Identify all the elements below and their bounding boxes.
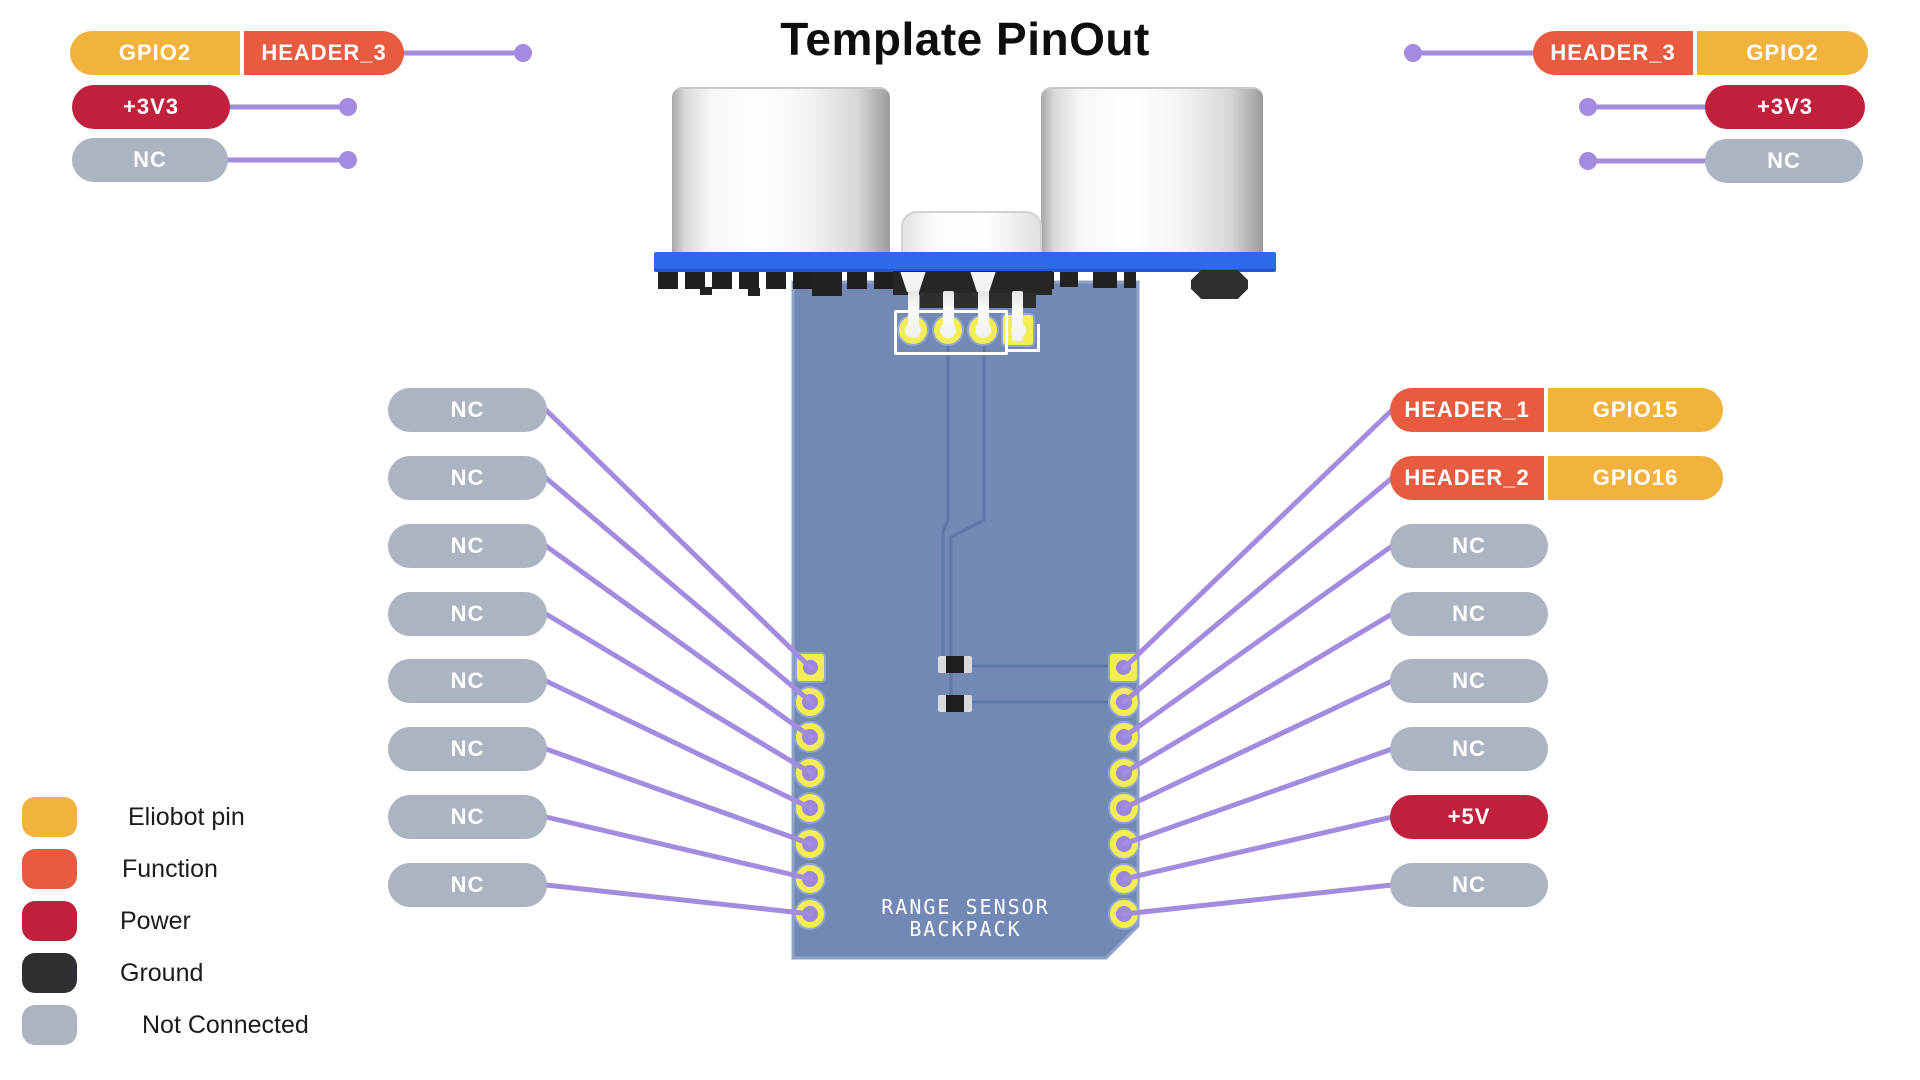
legend-label: Ground xyxy=(120,958,204,987)
top-right-pin-gpio2: GPIO2 xyxy=(1697,31,1868,75)
smd-capacitor xyxy=(1191,270,1248,299)
pad-bracket-horizontal xyxy=(1006,349,1040,352)
left-pin-3: NC xyxy=(388,592,547,636)
right-pin-1-header2: HEADER_2 xyxy=(1390,456,1544,500)
left-pad-5 xyxy=(796,830,824,858)
left-pin-6: NC xyxy=(388,795,547,839)
smd-resistor-2 xyxy=(938,695,972,712)
connector-pin xyxy=(943,291,954,337)
right-pin-0-gpio15: GPIO15 xyxy=(1548,388,1723,432)
left-pad-7 xyxy=(796,900,824,928)
left-pin-7: NC xyxy=(388,863,547,907)
smd-block xyxy=(700,287,712,295)
left-pin-2: NC xyxy=(388,524,547,568)
legend-item-power: Power xyxy=(22,901,191,941)
right-pad-2 xyxy=(1110,723,1138,751)
top-left-pin-gpio2: GPIO2 xyxy=(70,31,240,75)
right-pin-1-gpio16: GPIO16 xyxy=(1548,456,1723,500)
top-left-pin-3v3: +3V3 xyxy=(72,85,230,129)
smd-block xyxy=(1093,272,1117,288)
right-pad-5 xyxy=(1110,830,1138,858)
right-pin-6-5v: +5V xyxy=(1390,795,1548,839)
left-transducer-cylinder xyxy=(672,87,890,255)
legend-label: Power xyxy=(120,906,191,935)
left-pin-4: NC xyxy=(388,659,547,703)
connector-pin xyxy=(908,291,919,337)
right-pad-6 xyxy=(1110,865,1138,893)
smd-block xyxy=(748,288,760,296)
connector-pin xyxy=(978,291,989,337)
backpack-board-shape xyxy=(791,280,1140,960)
legend-item-ground: Ground xyxy=(22,953,203,993)
smd-block xyxy=(1060,272,1078,287)
left-pad-6 xyxy=(796,865,824,893)
legend-label: Not Connected xyxy=(142,1010,309,1039)
smd-resistor-1 xyxy=(938,656,972,673)
legend-swatch-function xyxy=(22,849,77,889)
top-right-pin-3v3: +3V3 xyxy=(1705,85,1865,129)
legend-label: Eliobot pin xyxy=(128,802,245,831)
right-pin-7: NC xyxy=(1390,863,1548,907)
right-pad-3 xyxy=(1110,759,1138,787)
connector-pin xyxy=(1012,291,1023,341)
legend-item-eliobot: Eliobot pin xyxy=(22,797,245,837)
left-pin-1: NC xyxy=(388,456,547,500)
legend-label: Function xyxy=(122,854,218,883)
page-title: Template PinOut xyxy=(780,13,1150,65)
left-pad-4 xyxy=(796,794,824,822)
right-pin-2: NC xyxy=(1390,524,1548,568)
right-pad-4 xyxy=(1110,794,1138,822)
left-pad-0-square xyxy=(797,654,824,681)
pad-bracket-vertical xyxy=(1037,324,1040,352)
legend-swatch-not-connected xyxy=(22,1005,77,1045)
board-label: RANGE SENSOR BACKPACK xyxy=(793,896,1138,940)
board-label-line1: RANGE SENSOR xyxy=(881,895,1050,919)
top-right-pin-nc: NC xyxy=(1705,139,1863,183)
pin-funnel xyxy=(900,272,926,292)
crystal-oscillator xyxy=(901,211,1042,255)
right-pad-0-square xyxy=(1110,654,1137,681)
right-transducer-cylinder xyxy=(1041,87,1263,255)
pcb-traces xyxy=(941,345,1112,704)
right-pad-7 xyxy=(1110,900,1138,928)
right-pin-5: NC xyxy=(1390,727,1548,771)
left-pin-5: NC xyxy=(388,727,547,771)
board-label-line2: BACKPACK xyxy=(909,917,1022,941)
smd-block xyxy=(812,272,842,296)
legend-item-not-connected: Not Connected xyxy=(22,1005,309,1045)
top-right-pin-header3: HEADER_3 xyxy=(1533,31,1693,75)
left-pad-2 xyxy=(796,723,824,751)
legend-swatch-eliobot xyxy=(22,797,77,837)
right-pad-1 xyxy=(1110,688,1138,716)
pin-funnel xyxy=(970,272,996,292)
legend-swatch-ground xyxy=(22,953,77,993)
legend-swatch-power xyxy=(22,901,77,941)
smd-block xyxy=(1124,272,1136,288)
top-left-pin-nc: NC xyxy=(72,138,228,182)
left-pin-0: NC xyxy=(388,388,547,432)
right-pin-4: NC xyxy=(1390,659,1548,703)
left-pad-3 xyxy=(796,759,824,787)
right-pin-0-header1: HEADER_1 xyxy=(1390,388,1544,432)
legend-item-function: Function xyxy=(22,849,218,889)
left-pad-1 xyxy=(796,688,824,716)
top-left-pin-header3: HEADER_3 xyxy=(244,31,404,75)
sensor-pcb-strip xyxy=(654,252,1276,272)
right-pin-3: NC xyxy=(1390,592,1548,636)
